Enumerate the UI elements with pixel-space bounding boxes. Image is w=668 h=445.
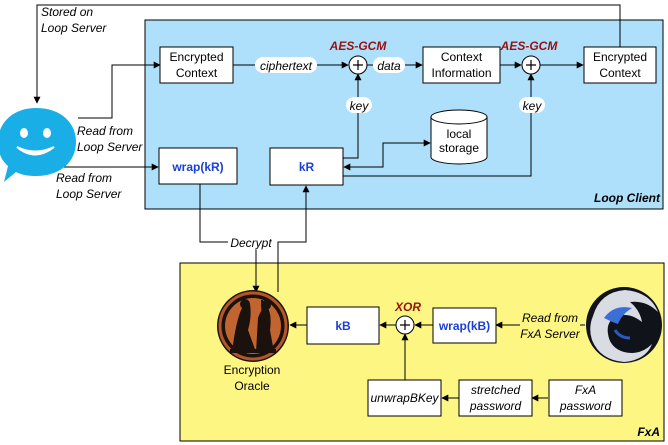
svg-text:wrap(kB): wrap(kB) [438, 319, 490, 333]
oracle-vase-icon [217, 290, 289, 362]
svg-text:Read from: Read from [522, 311, 578, 325]
svg-text:Loop Server: Loop Server [41, 21, 107, 35]
svg-text:Encryption: Encryption [224, 363, 281, 377]
context-information-box: Context Information [422, 46, 501, 84]
svg-text:kR: kR [299, 160, 315, 174]
svg-text:unwrapBKey: unwrapBKey [370, 391, 439, 405]
svg-text:password: password [469, 399, 522, 413]
svg-text:wrap(kR): wrap(kR) [171, 160, 223, 174]
encrypted-context-output-box: Encrypted Context [583, 46, 657, 84]
read-from-fxa-server-label: Read from FxA Server [520, 309, 581, 341]
stretched-password-box: stretched password [458, 379, 533, 417]
svg-text:Stored on: Stored on [41, 5, 93, 19]
stored-on-server-wire [33, 4, 621, 104]
stored-on-loop-server-label: Stored on Loop Server [41, 5, 107, 35]
svg-text:Oracle: Oracle [234, 379, 270, 393]
aes-gcm-2-operator [521, 55, 541, 75]
read-loop-to-encrypted-context-wire [78, 61, 161, 119]
xor-operator [395, 315, 415, 335]
decrypt-label: Decrypt [228, 235, 274, 250]
ciphertext-label: ciphertext [255, 57, 317, 73]
unwrap-bkey-box: unwrapBKey [367, 379, 442, 417]
svg-text:password: password [559, 399, 612, 413]
encrypted-context-input-box: Encrypted Context [159, 46, 234, 84]
key-1-label: key [346, 97, 372, 113]
svg-text:key: key [350, 99, 370, 113]
svg-text:storage: storage [439, 141, 479, 155]
svg-text:Loop Server: Loop Server [77, 140, 143, 154]
aes-gcm-1-operator [348, 55, 368, 75]
data-label: data [373, 57, 405, 73]
svg-text:FxA Server: FxA Server [520, 327, 581, 341]
svg-text:Loop Server: Loop Server [56, 187, 122, 201]
svg-text:key: key [523, 99, 543, 113]
kr-box: kR [269, 147, 344, 186]
svg-text:Encrypted: Encrypted [593, 50, 647, 64]
svg-text:Encrypted: Encrypted [169, 50, 223, 64]
svg-text:Context: Context [441, 50, 483, 64]
local-storage-cylinder: local storage [430, 109, 488, 165]
encryption-oracle-label: Encryption Oracle [224, 363, 281, 393]
svg-text:ciphertext: ciphertext [260, 59, 313, 73]
wrap-kr-box: wrap(kR) [158, 147, 238, 185]
svg-text:Information: Information [431, 66, 491, 80]
read-from-loop-server-1-label: Read from Loop Server [77, 124, 143, 154]
firefox-logo-icon [586, 287, 662, 363]
svg-text:Read from: Read from [56, 171, 112, 185]
key-2-label: key [519, 97, 545, 113]
fxa-label: FxA [637, 425, 660, 439]
svg-text:data: data [377, 59, 401, 73]
xor-label: XOR [394, 300, 421, 314]
chat-bubble-smiley-icon [0, 108, 76, 182]
loop-client-label: Loop Client [594, 191, 661, 205]
oracle-to-kr-wire [277, 185, 310, 292]
svg-text:FxA: FxA [575, 383, 596, 397]
svg-text:kB: kB [335, 319, 351, 333]
aes-gcm-1-label: AES-GCM [329, 39, 388, 53]
wrap-kb-box: wrap(kB) [432, 307, 497, 344]
svg-text:local: local [447, 127, 472, 141]
svg-text:Context: Context [599, 66, 641, 80]
kr-local-storage-wire [343, 139, 431, 171]
aes-gcm-2-label: AES-GCM [500, 39, 559, 53]
svg-text:stretched: stretched [471, 383, 521, 397]
svg-text:Read from: Read from [77, 124, 133, 138]
svg-text:Decrypt: Decrypt [230, 236, 272, 250]
kb-box: kB [306, 306, 380, 345]
fxa-password-box: FxA password [548, 379, 623, 417]
svg-text:Context: Context [176, 66, 218, 80]
read-from-loop-server-2-label: Read from Loop Server [56, 171, 122, 201]
